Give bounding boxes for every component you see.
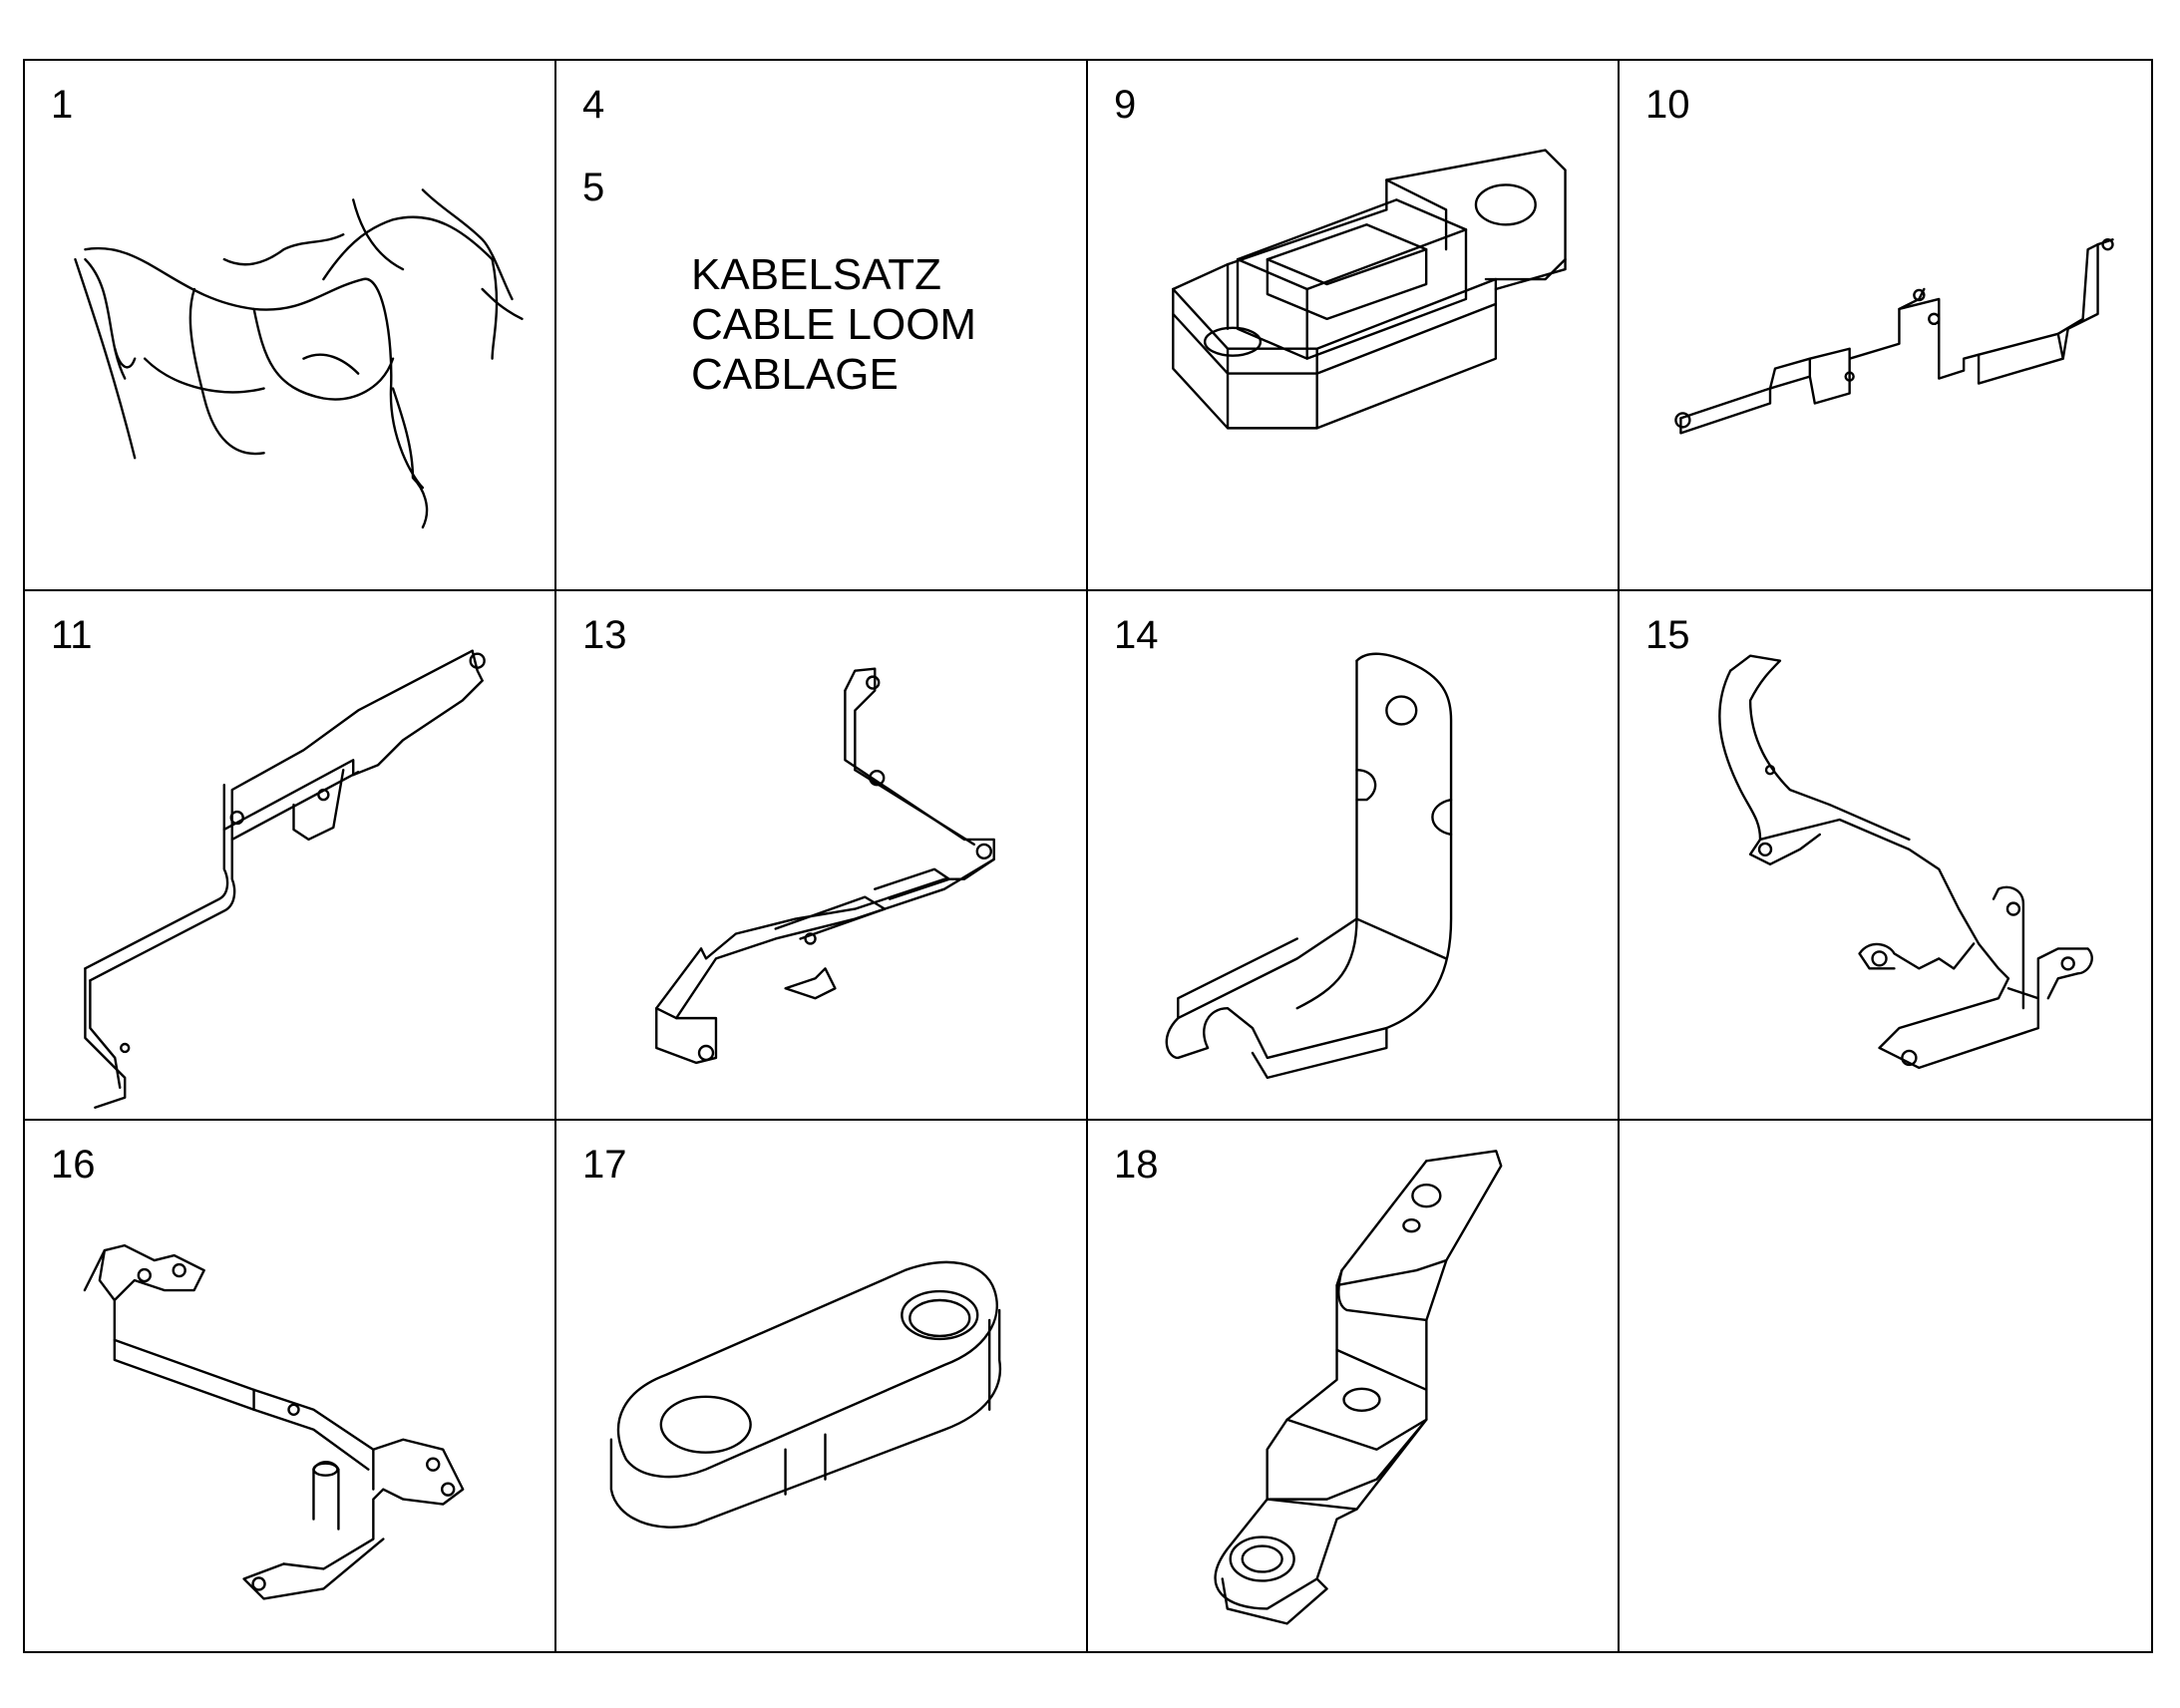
part-number: 14 [1114,612,1159,657]
part-number: 11 [51,612,93,657]
spacer-plate-illustration [609,1261,1002,1530]
caption-line-fr: CABLAGE [691,350,899,399]
bent-rail-bracket-illustration [84,649,486,1109]
part-number: 18 [1114,1143,1159,1188]
part-number: 5 [582,166,605,209]
part-cell-13: 13 [556,590,1088,1122]
part-number: 16 [51,1143,96,1188]
part-number: 13 [582,612,627,657]
part-cell-10: 10 [1620,61,2151,591]
caption-line-en: CABLE LOOM [691,300,977,349]
part-cell-16: 16 [25,1121,556,1651]
empty-cell [1620,1121,2151,1651]
part-cell-1: 1 [25,61,556,591]
caption-line-de: KABELSATZ [691,250,942,299]
part-number: 17 [582,1143,627,1188]
curved-bracket-illustration [1718,654,2093,1069]
part-caption: KABELSATZ CABLE LOOM CABLAGE [691,250,976,400]
mount-bracket-illustration [83,1244,465,1600]
angle-bracket-illustration [1165,652,1453,1079]
cable-harness-illustration [74,188,524,529]
offset-strap-illustration [1214,1150,1503,1625]
part-cell-14: 14 [1088,590,1620,1122]
part-number: 9 [1114,83,1137,127]
part-number: 10 [1645,83,1690,127]
part-cell-18: 18 [1088,1121,1620,1651]
part-number: 4 [582,83,605,127]
part-number: 15 [1645,612,1690,657]
part-cell-15: 15 [1620,591,2151,1122]
part-cell-9: 9 [1088,61,1620,591]
block-holder-illustration [1172,149,1567,430]
part-number: 1 [51,83,74,127]
part-cell-4-5: 4 5 KABELSATZ CABLE LOOM CABLAGE [556,61,1088,591]
parts-grid: 1 4 5 KABELSATZ CABLE LOOM CABLAGE [23,59,2153,1653]
part-cell-17: 17 [556,1121,1088,1651]
l-bracket-plate-illustration [655,667,995,1064]
part-cell-11: 11 [25,590,556,1122]
long-bracket-illustration [1674,238,2114,435]
